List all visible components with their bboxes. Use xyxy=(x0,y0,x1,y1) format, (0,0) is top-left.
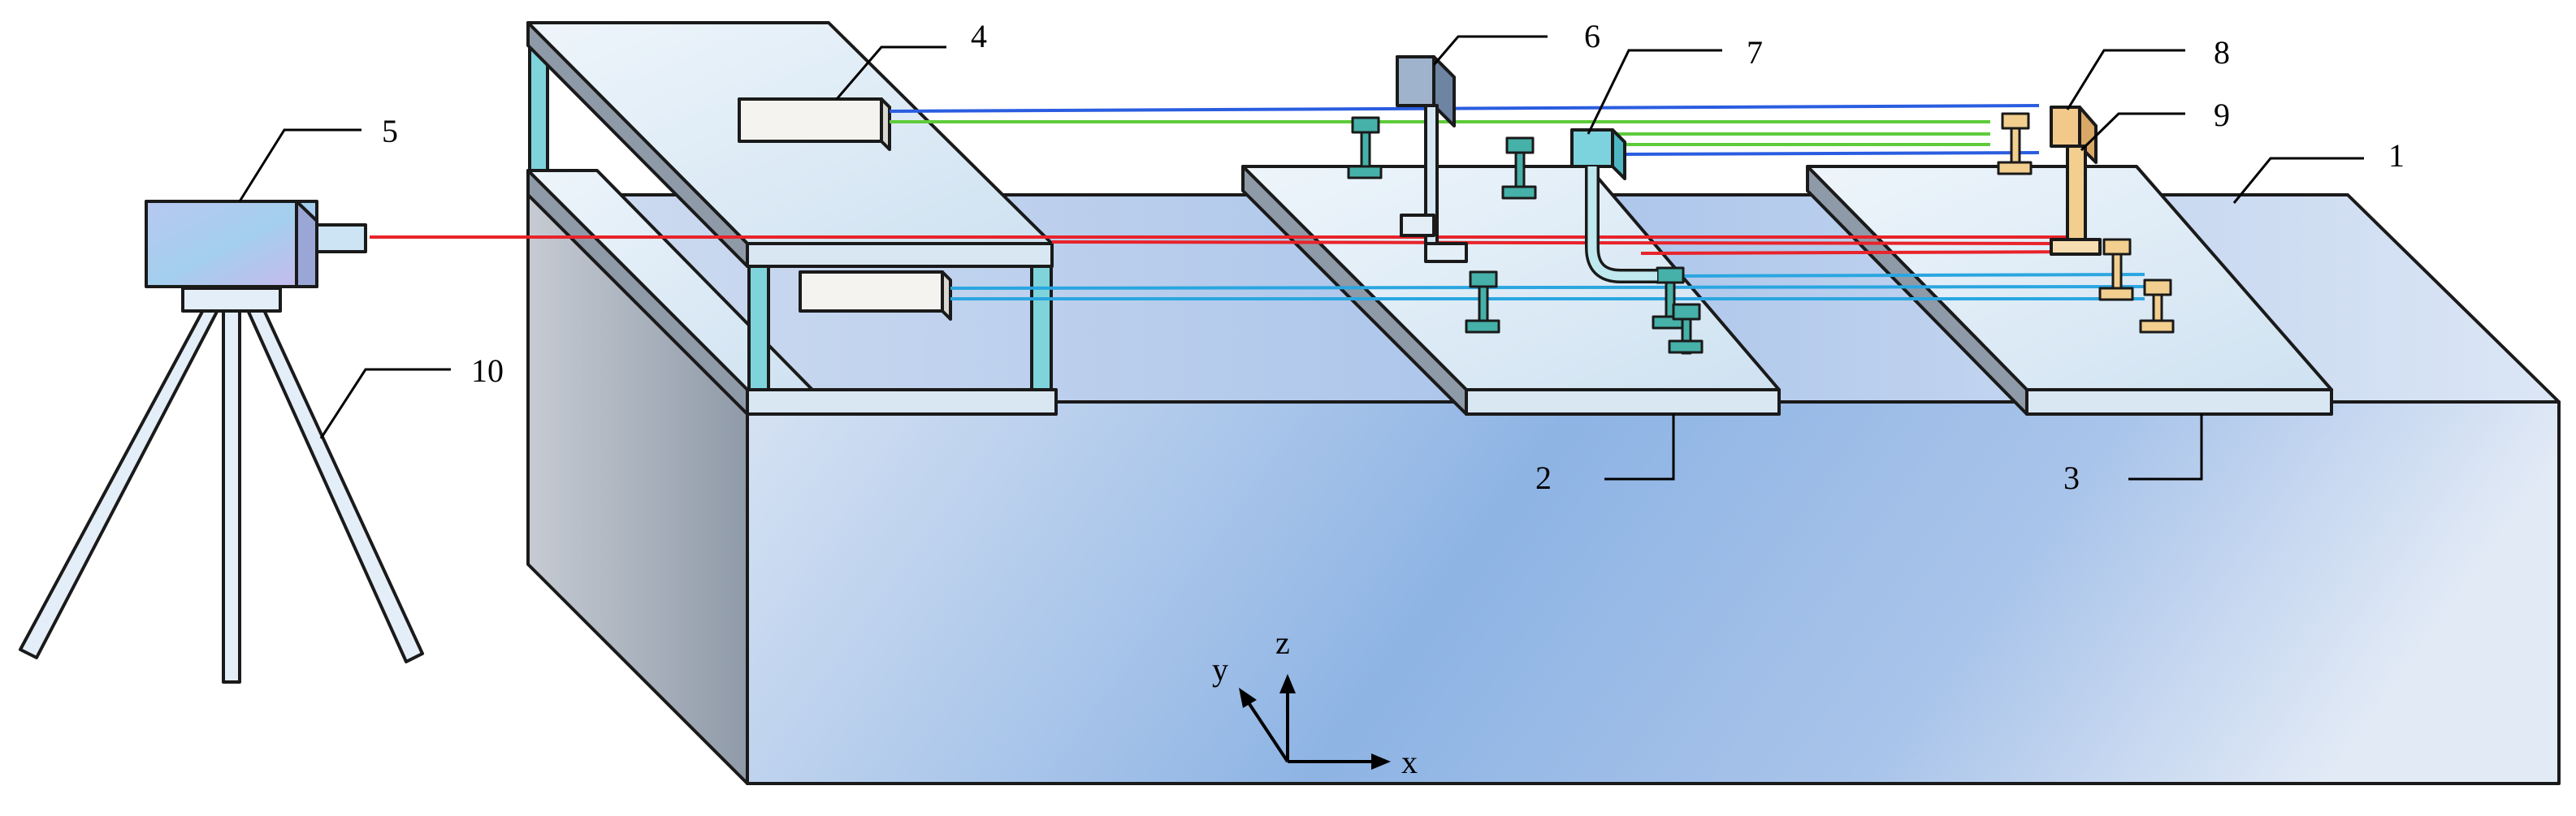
shelf-column xyxy=(747,262,770,391)
shelf-structure xyxy=(526,21,1058,416)
rail-sample xyxy=(1501,136,1537,200)
camera-on-tripod xyxy=(19,200,424,684)
camera-body xyxy=(145,200,367,288)
rail-sample xyxy=(2098,238,2134,301)
rail-sample xyxy=(1347,116,1383,179)
leader-5 xyxy=(238,128,362,202)
label-7: 7 xyxy=(1747,34,1763,71)
label-1: 1 xyxy=(2388,137,2405,174)
rail-sample xyxy=(1652,266,1687,330)
leader-lines xyxy=(238,35,2364,481)
axis-z-label: z xyxy=(1275,624,1290,661)
cyan-beam xyxy=(1673,273,2145,278)
part-labels: 1 2 3 4 5 6 7 8 9 10 xyxy=(382,18,2405,496)
rail-samples xyxy=(1347,112,2175,355)
label-8: 8 xyxy=(2214,34,2230,71)
axis-x-label: x xyxy=(1401,744,1418,780)
label-3: 3 xyxy=(2063,460,2080,496)
label-2: 2 xyxy=(1535,460,1552,496)
red-beam xyxy=(1051,240,2089,245)
leader-8 xyxy=(2066,49,2185,110)
rail-sample xyxy=(1997,112,2033,175)
scanner-head-7 xyxy=(1570,128,1657,283)
label-9: 9 xyxy=(2214,97,2230,133)
rail-sample xyxy=(2139,278,2175,334)
leader-6 xyxy=(1432,35,1548,66)
leader-10 xyxy=(319,368,451,439)
leader-4 xyxy=(835,45,946,100)
scanner-head-8 xyxy=(2050,106,2102,256)
cyan-beam xyxy=(950,285,2145,290)
laser-emitter-lower xyxy=(799,270,952,321)
laser-beams xyxy=(370,104,2145,300)
base-front-face xyxy=(746,400,2561,785)
leader-7 xyxy=(1587,49,1722,135)
label-6: 6 xyxy=(1584,18,1600,54)
red-beam xyxy=(1640,250,2089,255)
blue-beam xyxy=(889,104,2040,113)
platform-2 xyxy=(1241,165,1781,416)
axis-labels: x z y xyxy=(1212,624,1418,780)
rail-sample xyxy=(1668,303,1704,355)
label-10: 10 xyxy=(471,352,504,389)
scanner-head-6 xyxy=(1396,55,1468,263)
leader-2 xyxy=(1604,414,1675,481)
label-4: 4 xyxy=(971,18,987,54)
shelf-column xyxy=(1030,262,1053,391)
blue-beam xyxy=(1624,151,2040,156)
rail-sample xyxy=(1465,270,1500,334)
platform-3 xyxy=(1806,165,2333,416)
leader-9 xyxy=(2080,112,2185,152)
leader-1 xyxy=(2232,157,2364,204)
leader-3 xyxy=(2128,414,2203,481)
tripod xyxy=(19,287,424,684)
coordinate-axes xyxy=(1239,674,1391,770)
label-5: 5 xyxy=(382,113,398,149)
axis-y-label: y xyxy=(1212,651,1228,688)
laser-emitter-upper xyxy=(738,97,891,151)
